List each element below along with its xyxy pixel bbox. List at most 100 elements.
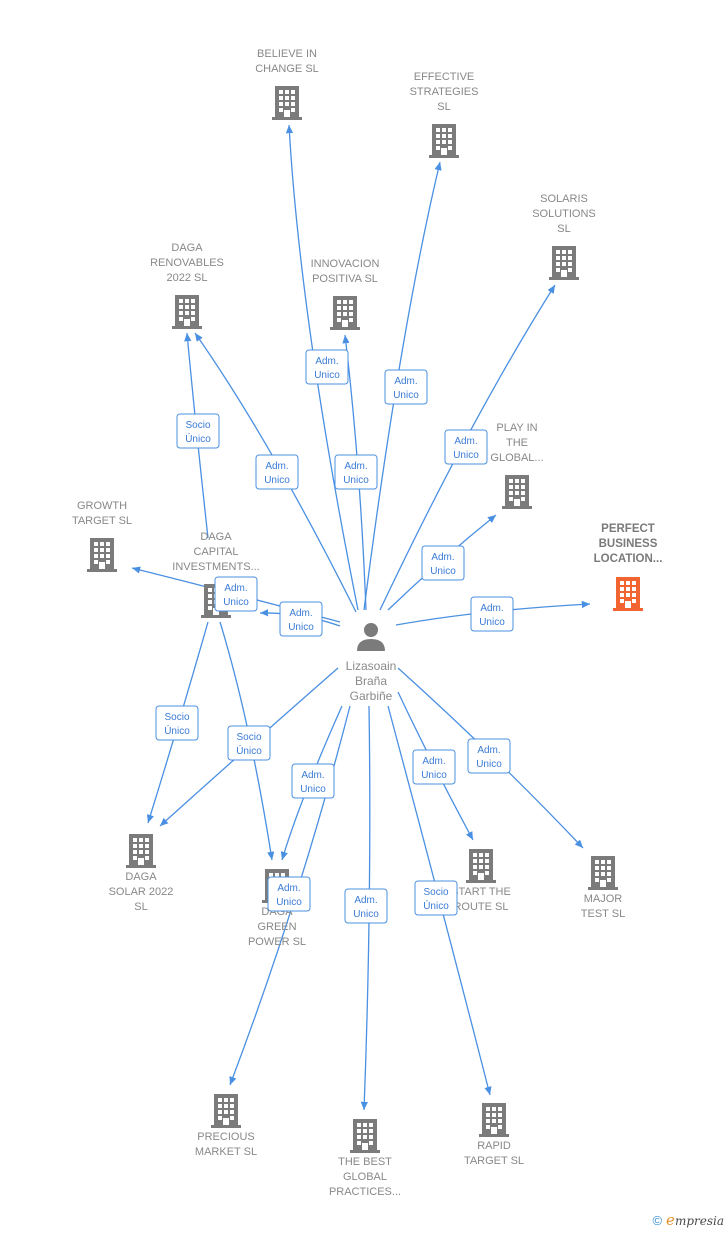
edge-label-box	[344, 888, 388, 924]
edge-label-text: Unico	[421, 770, 447, 781]
company-name-line: SOLAR 2022	[109, 886, 174, 898]
edge-label-box	[305, 349, 349, 385]
company-name-line: SL	[557, 223, 570, 235]
edge-label-text: Unico	[353, 909, 379, 920]
brand-footer: ©empresia	[652, 1211, 724, 1229]
company-name-line: BELIEVE IN	[257, 48, 317, 60]
edge-label-text: Unico	[276, 897, 302, 908]
edge-label[interactable]: Adm.Unico	[421, 545, 465, 581]
person-name-line: Braña	[355, 674, 387, 688]
edge-label-text: Único	[185, 432, 211, 445]
edge-label-text: Adm.	[224, 583, 247, 594]
edge-label-text: Adm.	[354, 895, 377, 906]
company-name-line: BUSINESS	[599, 538, 658, 550]
company-node-play[interactable]: PLAY INTHEGLOBAL...	[490, 422, 544, 509]
edge-label-text: Adm.	[344, 461, 367, 472]
company-node-best_global[interactable]: THE BESTGLOBALPRACTICES...	[329, 1119, 401, 1198]
edge-label-text: Único	[236, 744, 262, 757]
edge-label-box	[227, 725, 271, 761]
company-node-daga_capital[interactable]: DAGACAPITALINVESTMENTS...	[172, 531, 260, 618]
company-name-line: MARKET SL	[195, 1146, 257, 1158]
edge-label[interactable]: Adm.Unico	[291, 763, 335, 799]
edge-label-text: Socio	[185, 420, 210, 431]
edge-label-text: Adm.	[431, 552, 454, 563]
company-name-line: CHANGE SL	[255, 63, 319, 75]
company-name-line: POWER SL	[248, 936, 306, 948]
edge-label[interactable]: Adm. Unico	[467, 738, 511, 774]
edge-label[interactable]: Adm.Unico	[214, 576, 258, 612]
edge-label-text: Único	[164, 724, 190, 737]
edge-label-box	[412, 749, 456, 785]
edge-label-box	[334, 454, 378, 490]
building-icon	[613, 577, 643, 611]
edge-line	[285, 124, 359, 611]
company-name-line: EFFECTIVE	[414, 71, 475, 83]
edge-label-text: Adm.	[301, 770, 324, 781]
company-name-line: PERFECT	[601, 523, 655, 535]
company-name-line: GREEN	[257, 921, 296, 933]
company-name-line: PRACTICES...	[329, 1186, 401, 1198]
edge-label-text: Unico	[264, 475, 290, 486]
edge-label[interactable]: Adm.Unico	[267, 876, 311, 912]
company-name-line: START THE	[451, 886, 511, 898]
edge-label-text: Unico	[343, 475, 369, 486]
building-icon	[350, 1119, 380, 1153]
edge-label[interactable]: Adm. Unico	[384, 369, 428, 405]
nodes-layer: BELIEVE IN CHANGE SL EFFECTIVESTRATEGIESSL…	[72, 48, 662, 1198]
edge-label-text: Adm.	[422, 756, 445, 767]
building-icon	[126, 834, 156, 868]
edge-label-box	[267, 876, 311, 912]
building-icon	[211, 1094, 241, 1128]
company-node-perfect[interactable]: PERFECTBUSINESSLOCATION...	[594, 523, 663, 611]
edge-label[interactable]: Adm. Unico	[412, 749, 456, 785]
edge-label[interactable]: Adm. Unico	[470, 596, 514, 632]
edge-label[interactable]: Adm.Unico	[305, 349, 349, 385]
edge-label[interactable]: Adm. Unico	[255, 454, 299, 490]
edge-label[interactable]: Adm. Unico	[334, 454, 378, 490]
edge-label-box	[214, 576, 258, 612]
edge-label-text: Unico	[288, 622, 314, 633]
company-name-line: DAGA	[125, 871, 157, 883]
copyright-icon: ©	[652, 1213, 663, 1228]
edge-label-box	[176, 413, 220, 449]
edge-label-text: Adm.	[394, 376, 417, 387]
company-node-believe[interactable]: BELIEVE IN CHANGE SL	[255, 48, 319, 120]
edge-label-text: Adm.	[265, 461, 288, 472]
building-icon	[479, 1103, 509, 1137]
edge-label-text: Unico	[314, 370, 340, 381]
company-node-precious[interactable]: PRECIOUS MARKET SL	[195, 1094, 257, 1158]
edge-label[interactable]: Adm.Unico	[444, 429, 488, 465]
edge-label-text: Unico	[476, 759, 502, 770]
person-icon	[364, 623, 378, 637]
edge-label-box	[421, 545, 465, 581]
building-icon	[429, 124, 459, 158]
edge-label[interactable]: Adm.Unico	[279, 601, 323, 637]
edge-label-text: Adm.	[480, 603, 503, 614]
edge-labels-layer: Adm.UnicoAdm.UnicoAdm.UnicoAdm.UnicoAdm.…	[155, 349, 514, 924]
edge-label-text: Unico	[393, 390, 419, 401]
brand-name: mpresia	[674, 1214, 724, 1228]
company-name-line: RAPID	[477, 1140, 511, 1152]
edge-label[interactable]: Adm. Unico	[344, 888, 388, 924]
edge-label-text: Adm.	[477, 745, 500, 756]
company-name-line: SL	[437, 101, 450, 113]
building-icon	[502, 475, 532, 509]
company-name-line: THE	[506, 437, 528, 449]
edge-label-text: Unico	[479, 617, 505, 628]
company-name-line: PRECIOUS	[197, 1131, 254, 1143]
building-icon	[87, 538, 117, 572]
